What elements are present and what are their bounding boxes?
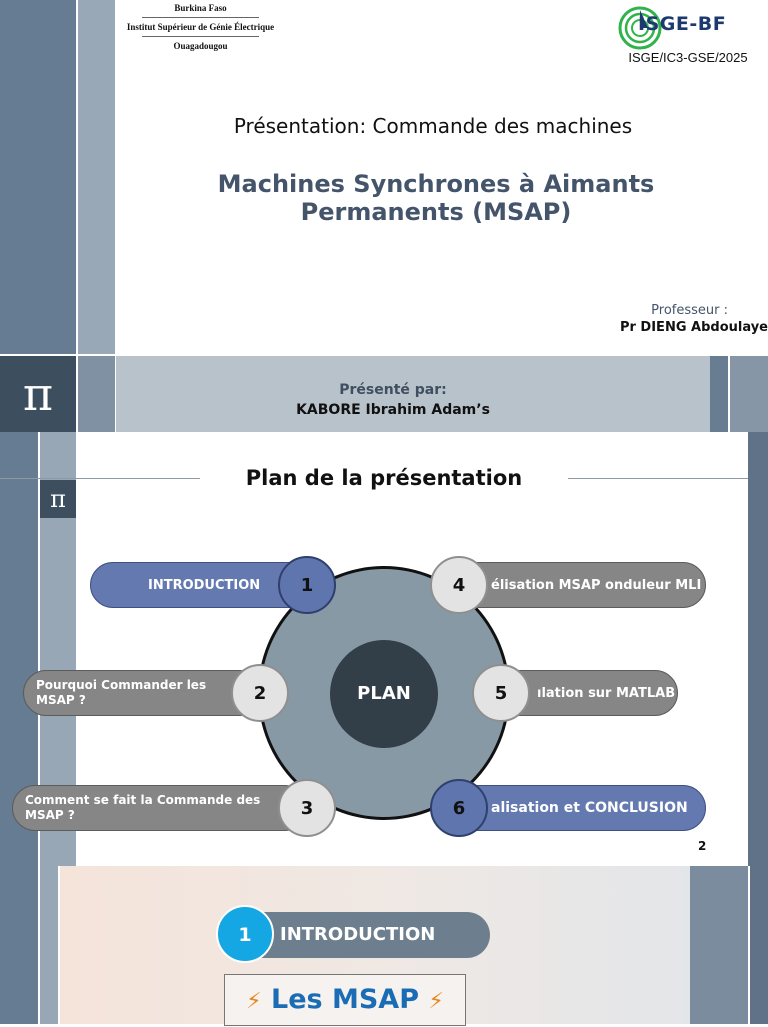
divider <box>142 17 259 18</box>
plan-item-label: INTRODUCTION <box>148 577 261 593</box>
plan-item-number: 2 <box>231 664 289 722</box>
presented-by-label: Présenté par: <box>339 382 447 398</box>
presenter-band <box>116 356 710 432</box>
plan-title: Plan de la présentation <box>200 466 568 490</box>
right-decor-bar <box>710 356 728 432</box>
plan-item-number: 6 <box>430 779 488 837</box>
right-decor-bar <box>748 432 768 866</box>
decor-block <box>78 356 115 432</box>
city-name: Ouagadougou <box>173 41 228 51</box>
lightning-icon: ⚡ <box>246 989 262 1014</box>
logo-text: ISGE-BF <box>638 13 727 35</box>
plan-item-number: 1 <box>278 556 336 614</box>
section-number: 1 <box>216 905 274 963</box>
plan-item-label: élisation MSAP onduleur MLI <box>491 577 702 593</box>
pi-icon: π <box>40 480 76 518</box>
plan-item-modelisation[interactable]: élisation MSAP onduleur MLI <box>452 562 706 608</box>
section-label: INTRODUCTION <box>280 924 436 945</box>
lightning-icon: ⚡ <box>428 989 444 1014</box>
presenter-name: KABORE Ibrahim Adam’s <box>296 402 490 418</box>
plan-item-label: ılation sur MATLAB <box>537 685 676 701</box>
plan-item-number: 5 <box>472 664 530 722</box>
page-number: 2 <box>698 839 707 853</box>
left-decor-bar <box>0 866 38 1024</box>
presentation-title: Présentation: Commande des machines <box>233 114 633 138</box>
institute-name: Institut Supérieur de Génie Électrique <box>126 22 275 32</box>
plan-item-label: Pourquoi Commander les MSAP ? <box>36 678 207 707</box>
right-decor-bar-dark <box>750 866 768 1024</box>
plan-item-why-control[interactable]: Pourquoi Commander les MSAP ? <box>23 670 263 716</box>
pi-icon: π <box>0 356 76 432</box>
plan-item-conclusion[interactable]: alisation et CONCLUSION <box>452 785 706 831</box>
plan-item-number: 3 <box>278 779 336 837</box>
right-decor-bar-light <box>730 356 768 432</box>
left-decor-bar-light <box>78 0 115 354</box>
plan-item-how-control[interactable]: Comment se fait la Commande des MSAP ? <box>12 785 308 831</box>
plan-center: PLAN <box>330 640 438 748</box>
left-decor-bar-light <box>40 866 58 1024</box>
divider <box>142 36 259 37</box>
isge-logo-icon <box>618 6 662 50</box>
main-title: Machines Synchrones à Aimants Permanents… <box>217 170 655 226</box>
country-name: Burkina Faso <box>174 3 227 13</box>
professor-label: Professeur : <box>651 303 728 318</box>
left-decor-bar <box>0 0 76 354</box>
msap-subtitle: Les MSAP <box>271 984 419 1015</box>
professor-name: Pr DIENG Abdoulaye <box>619 320 768 335</box>
institution-header: Burkina Faso Institut Supérieur de Génie… <box>118 2 283 52</box>
msap-subtitle-box: ⚡ Les MSAP ⚡ <box>224 974 466 1026</box>
section-heading: INTRODUCTION <box>240 912 490 958</box>
course-code: ISGE/IC3-GSE/2025 <box>628 50 748 65</box>
plan-item-label: alisation et CONCLUSION <box>491 800 688 816</box>
plan-item-number: 4 <box>430 556 488 614</box>
plan-item-label: Comment se fait la Commande des MSAP ? <box>25 793 261 822</box>
right-decor-bar <box>690 866 748 1024</box>
